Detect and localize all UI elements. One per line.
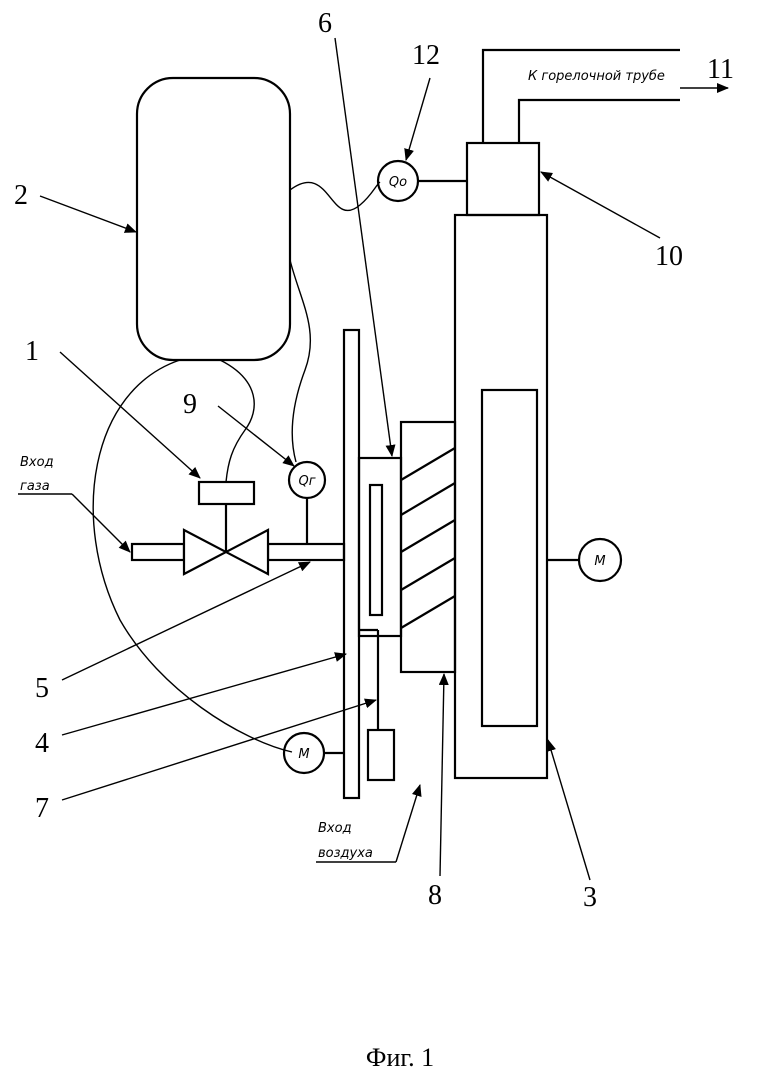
leader-3 bbox=[548, 740, 590, 880]
leader-1 bbox=[60, 352, 200, 478]
damper-slot bbox=[370, 485, 382, 615]
mixer-vane-4 bbox=[401, 558, 455, 590]
label-12: 12 bbox=[412, 40, 440, 71]
label-5: 5 bbox=[35, 673, 49, 704]
label-6: 6 bbox=[318, 8, 332, 39]
gas-pipe-left bbox=[132, 544, 184, 560]
leader-7 bbox=[62, 700, 376, 800]
gas-inlet-line-1: Вход bbox=[20, 455, 54, 470]
label-10: 10 bbox=[655, 241, 683, 272]
mixer-vane-5 bbox=[401, 596, 455, 628]
leader-8 bbox=[440, 674, 444, 876]
fan-housing bbox=[455, 215, 547, 778]
label-8: 8 bbox=[428, 880, 442, 911]
air-inlet-line-2: воздуха bbox=[318, 846, 373, 861]
gas-inlet-leader bbox=[72, 494, 130, 552]
label-7: 7 bbox=[35, 793, 49, 824]
leader-12 bbox=[406, 78, 430, 160]
leader-5 bbox=[62, 562, 310, 680]
label-1: 1 bbox=[25, 336, 39, 367]
gas-pipe-right bbox=[268, 544, 344, 560]
wire-to-sensor-gas bbox=[290, 260, 310, 462]
mixer-vane-2 bbox=[401, 483, 455, 515]
damper-actuator bbox=[368, 730, 394, 780]
block-10 bbox=[467, 143, 539, 215]
label-11: 11 bbox=[707, 54, 734, 85]
label-4: 4 bbox=[35, 728, 49, 759]
motor-right-symbol: M bbox=[594, 554, 605, 569]
outlet-pipe-inner bbox=[519, 100, 680, 143]
valve-actuator bbox=[199, 482, 254, 504]
leader-9 bbox=[218, 406, 294, 466]
burner-tube-label: К горелочной трубе bbox=[528, 69, 665, 84]
label-2: 2 bbox=[14, 180, 28, 211]
mixer-vane-3 bbox=[401, 520, 455, 552]
air-inlet-line-1: Вход bbox=[318, 821, 352, 836]
sensor-gas-symbol: Qг bbox=[298, 474, 315, 489]
leader-2 bbox=[40, 196, 136, 232]
mounting-plate bbox=[344, 330, 359, 798]
gas-inlet-line-2: газа bbox=[20, 479, 50, 494]
control-unit-box bbox=[137, 78, 290, 360]
label-9: 9 bbox=[183, 389, 197, 420]
leader-10 bbox=[541, 172, 660, 238]
wire-to-sensor-air bbox=[290, 182, 380, 211]
motor-left-symbol: M bbox=[298, 747, 309, 762]
mixer-vane-1 bbox=[401, 448, 455, 480]
sensor-air-symbol: Qо bbox=[389, 175, 407, 190]
outlet-pipe-outer bbox=[483, 50, 680, 143]
fan-rotor bbox=[482, 390, 537, 726]
air-inlet-leader bbox=[396, 785, 420, 862]
label-3: 3 bbox=[583, 882, 597, 913]
figure-caption: Фиг. 1 bbox=[366, 1043, 434, 1072]
